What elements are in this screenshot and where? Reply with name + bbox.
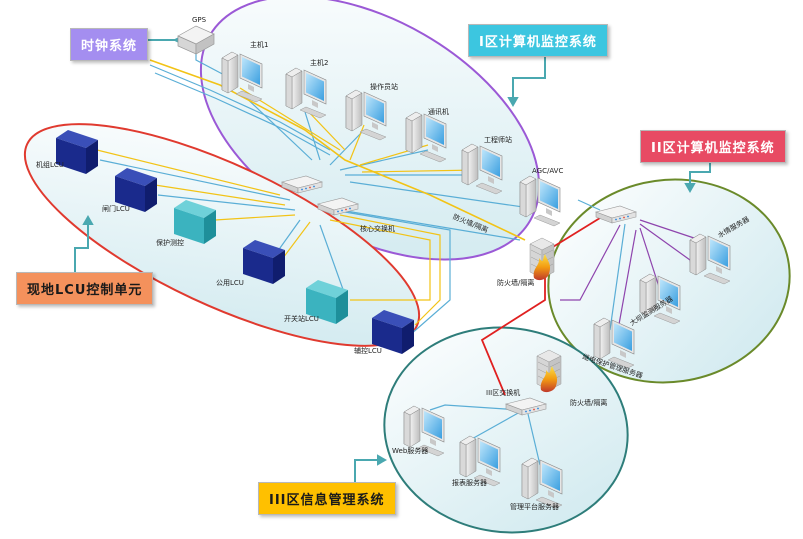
host1-label: 主机1 <box>250 41 269 49</box>
firewall-zone1-icon <box>529 237 555 281</box>
firewall-zone1-label: 防火墙/隔离 <box>497 279 535 287</box>
agc-avc-label: AGC/AVC <box>532 167 564 175</box>
engineer-station-label: 工程师站 <box>484 136 512 144</box>
lcu-control-unit-label: 现地LCU控制单元 <box>16 272 154 305</box>
callout-connectors <box>74 35 711 482</box>
report-server-label: 报表服务器 <box>452 479 487 487</box>
gps-device <box>177 25 215 55</box>
lcu-gate-label: 闸门LCU <box>102 205 130 213</box>
zone3-boundary <box>383 326 629 534</box>
zone2-system-label: II区计算机监控系统 <box>640 130 786 163</box>
gps-label: GPS <box>192 16 207 24</box>
lcu-protect-label: 保护测控 <box>156 239 184 247</box>
zone3-system-label: III区信息管理系统 <box>258 482 396 515</box>
cross-zone-links <box>429 265 546 466</box>
zone1-system-label: I区计算机监控系统 <box>468 24 608 57</box>
firewall-zone3-icon <box>536 349 562 393</box>
lcu-public-label: 公用LCU <box>216 279 244 287</box>
lcu-main-label: 机组LCU <box>36 161 64 169</box>
lcu-links <box>96 149 451 336</box>
lcu-switchyard-label: 开关站LCU <box>284 315 319 323</box>
operator-station-label: 操作员站 <box>370 83 398 91</box>
clock-system-label: 时钟系统 <box>70 28 149 61</box>
platform-server-label: 管理平台服务器 <box>510 503 559 511</box>
host2-label: 主机2 <box>310 59 329 67</box>
lcu-aux-label: 辅控LCU <box>354 347 382 355</box>
comm-machine-label: 通讯机 <box>428 108 449 116</box>
zone3-switch-label: III区交换机 <box>486 389 521 397</box>
core-switch-label: 核心交换机 <box>360 225 395 233</box>
firewall-zone3-label: 防火墙/隔离 <box>570 399 608 407</box>
web-server-label: Web服务器 <box>392 447 429 455</box>
